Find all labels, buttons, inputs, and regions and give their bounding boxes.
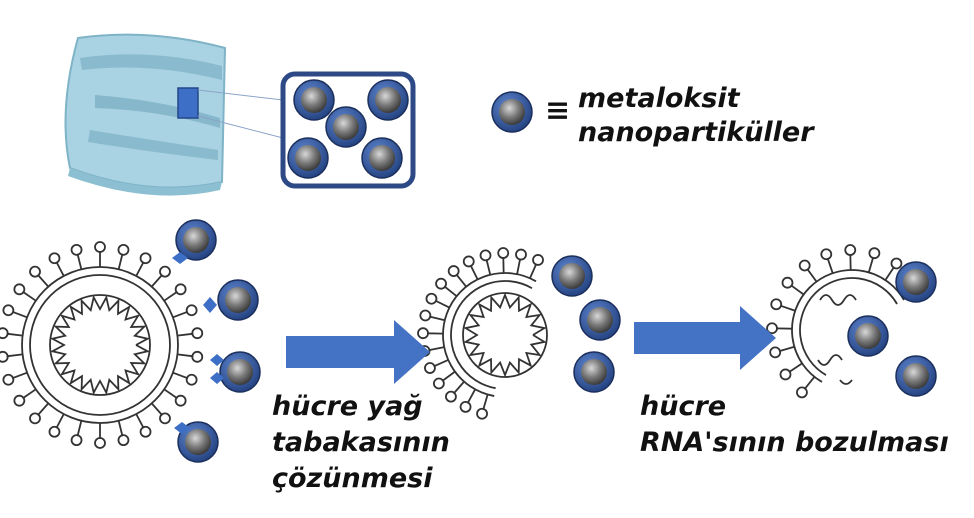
- right-arrow-icon: [286, 320, 430, 384]
- legend-label-line2: nanopartiküller: [578, 117, 814, 148]
- coronavirus-dissolving-icon: [417, 247, 548, 420]
- attacking-particles-1: [172, 219, 261, 463]
- equivalence-symbol: ≡: [545, 93, 571, 128]
- nanoparticle-icon: [325, 106, 367, 148]
- step1-label-line1: hücre yağ: [272, 391, 423, 422]
- face-mask-icon: [64, 33, 284, 196]
- nanoparticle-icon: [367, 79, 409, 121]
- nanoparticle-icon: [287, 137, 329, 179]
- legend-nanoparticle-icon: [491, 91, 533, 133]
- zoom-frame: [280, 71, 416, 189]
- attacking-particles-3: [847, 261, 937, 397]
- attacking-particles-2: [551, 255, 621, 393]
- step2-label-line2: RNA'sının bozulması: [640, 427, 949, 458]
- step1-label-line2: tabakasının: [272, 427, 450, 458]
- step2-label-line1: hücre: [640, 391, 727, 422]
- right-arrow-icon: [634, 306, 776, 370]
- nanoparticle-icon: [361, 137, 403, 179]
- step1-label-line3: çözünmesi: [272, 463, 433, 494]
- legend-label-line1: metaloksit: [578, 83, 740, 114]
- coronavirus-icon: [0, 241, 204, 449]
- nanoparticle-icon: [293, 79, 335, 121]
